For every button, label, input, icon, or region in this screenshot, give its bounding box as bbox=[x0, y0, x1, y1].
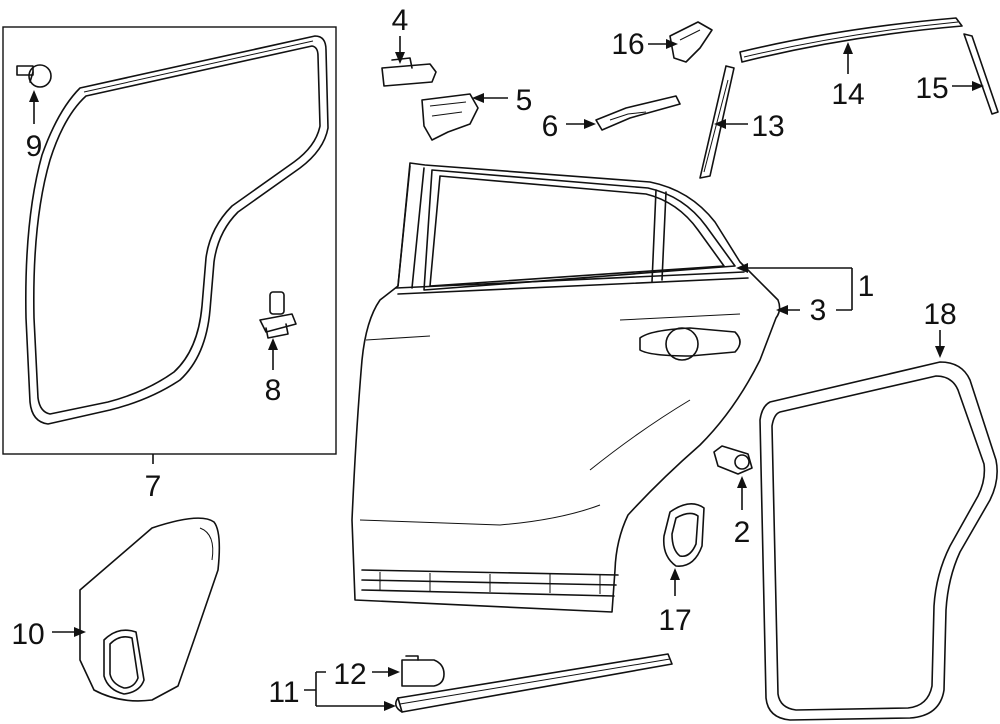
clip-9-part bbox=[16, 64, 52, 88]
callout-8: 8 bbox=[265, 374, 282, 407]
callout-18: 18 bbox=[923, 298, 956, 331]
callout-9: 9 bbox=[26, 130, 43, 163]
garnish-13-part bbox=[699, 65, 735, 179]
bracket-5-part bbox=[421, 93, 479, 141]
garnish-6-part bbox=[595, 95, 681, 131]
callout-1: 1 bbox=[858, 270, 875, 303]
door-shell-part bbox=[351, 162, 781, 613]
callout-6: 6 bbox=[542, 110, 559, 143]
callout-16: 16 bbox=[611, 28, 644, 61]
callout-5: 5 bbox=[516, 84, 533, 117]
weatherstrip-18-part bbox=[759, 361, 998, 721]
panel-10-part bbox=[79, 517, 221, 702]
callout-10: 10 bbox=[11, 618, 44, 651]
cover-17-part bbox=[662, 503, 705, 567]
callout-13: 13 bbox=[751, 110, 784, 143]
bumper-2-part bbox=[713, 445, 753, 475]
callout-11: 11 bbox=[268, 676, 299, 709]
callout-14: 14 bbox=[831, 78, 864, 111]
callout-12: 12 bbox=[333, 658, 366, 691]
molding-15-part bbox=[963, 33, 999, 115]
callout-7: 7 bbox=[145, 470, 162, 503]
callout-2: 2 bbox=[734, 516, 751, 549]
callout-17: 17 bbox=[658, 604, 691, 637]
bracket-4-part bbox=[381, 57, 437, 87]
inset-box bbox=[2, 26, 337, 455]
door-weatherstrip-part bbox=[25, 35, 329, 425]
callout-3: 3 bbox=[810, 294, 827, 327]
bracket-16-part bbox=[669, 21, 713, 63]
callout-15: 15 bbox=[915, 72, 948, 105]
molding-14-part bbox=[739, 17, 963, 63]
clip-12-part bbox=[401, 655, 445, 687]
clip-8-part bbox=[259, 291, 297, 339]
molding-11-part bbox=[394, 653, 673, 713]
callout-4: 4 bbox=[392, 4, 409, 37]
